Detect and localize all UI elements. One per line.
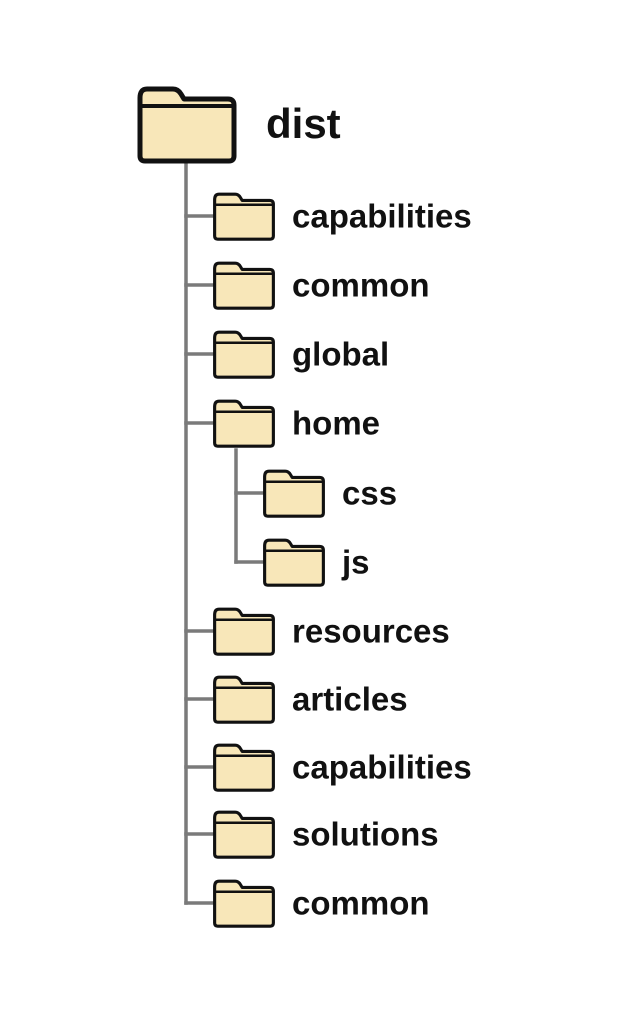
child-folder-icon — [213, 675, 275, 724]
child-folder-label: home — [292, 404, 381, 442]
child-folder-icon — [213, 879, 275, 928]
child-folder-icon — [213, 743, 275, 792]
root-folder-icon — [137, 86, 237, 164]
child-folder-label: common — [292, 884, 430, 922]
child-folder-label: capabilities — [292, 197, 472, 235]
child-folder-label: common — [292, 266, 430, 304]
child-folder-label: global — [292, 335, 390, 373]
child-folder-icon — [213, 810, 275, 859]
sub-folder-icon — [263, 469, 325, 518]
child-folder-icon — [213, 261, 275, 310]
sub-folder-label: css — [342, 474, 398, 512]
child-folder-label: resources — [292, 612, 450, 650]
child-folder-icon — [213, 399, 275, 448]
child-folder-label: articles — [292, 680, 408, 718]
child-folder-label: solutions — [292, 815, 439, 853]
child-folder-icon — [213, 330, 275, 379]
root-folder-label: dist — [266, 100, 341, 147]
sub-folder-icon — [263, 538, 325, 587]
child-folder-label: capabilities — [292, 748, 472, 786]
sub-folder-label: js — [342, 543, 370, 581]
child-folder-icon — [213, 607, 275, 656]
child-folder-icon — [213, 192, 275, 241]
